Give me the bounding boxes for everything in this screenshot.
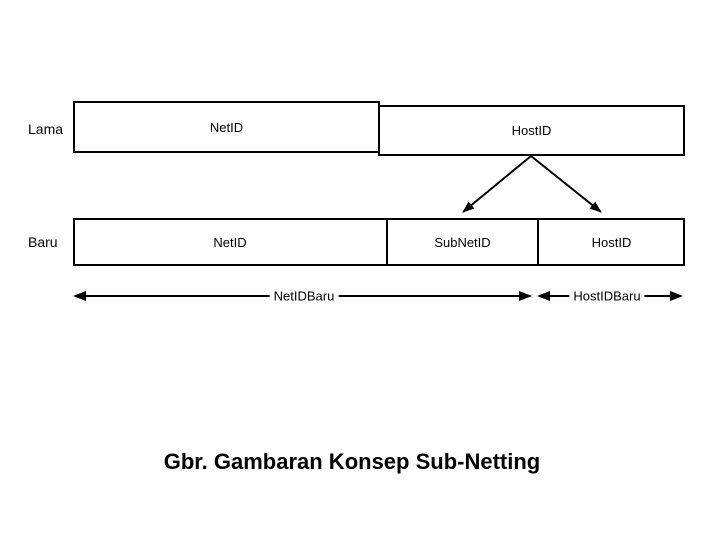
split-arrow-left-icon bbox=[462, 155, 532, 213]
box-new-hostid-label: HostID bbox=[591, 234, 632, 250]
row-label-baru: Baru bbox=[28, 234, 58, 250]
span-label-netidbaru: NetIDBaru bbox=[269, 288, 339, 304]
box-old-hostid bbox=[378, 105, 685, 156]
caption: Gbr. Gambaran Konsep Sub-Netting bbox=[163, 449, 541, 474]
split-arrow-right-icon bbox=[530, 155, 602, 213]
box-new-outer bbox=[73, 218, 685, 266]
box-old-netid-label: NetID bbox=[209, 119, 244, 135]
row-label-lama: Lama bbox=[28, 121, 64, 137]
box-new-subnetid-label: SubNetID bbox=[434, 234, 491, 250]
box-old-netid bbox=[73, 101, 380, 153]
box-old-hostid-label: HostID bbox=[511, 123, 552, 138]
box-new-netid-label: NetID bbox=[213, 234, 247, 250]
divider-subnetid-hostid bbox=[537, 218, 539, 266]
span-label-hostidbaru: HostIDBaru bbox=[569, 288, 645, 304]
divider-netid-subnetid bbox=[386, 218, 388, 266]
